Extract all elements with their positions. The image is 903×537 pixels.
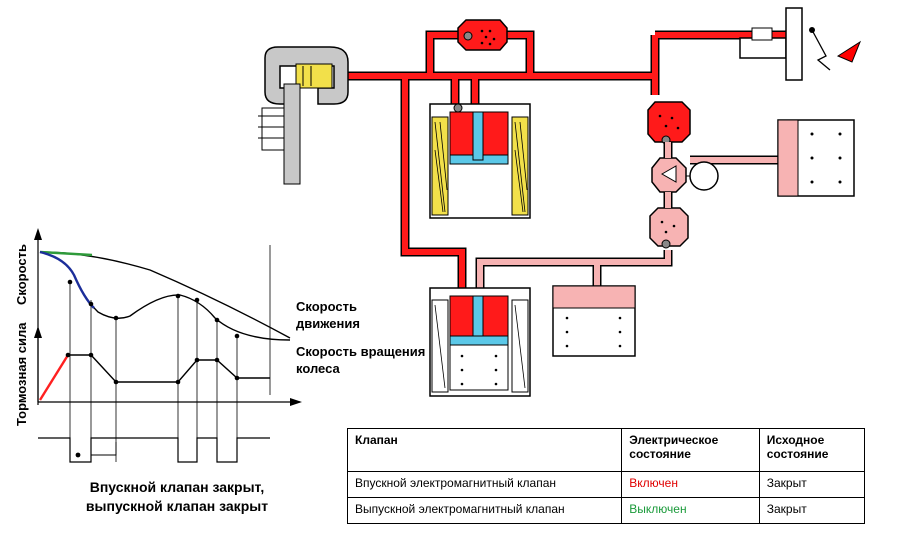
electric-state: Включен [621,471,760,498]
hydraulic-lines [340,30,790,295]
speed-curve-green-segment [39,250,93,257]
upper-solenoid-valve [429,103,531,219]
wheel-speed-blue-segment [39,250,95,309]
pressure-switch [457,19,508,51]
reservoir [777,119,855,197]
initial-state: Закрыт [758,497,866,524]
valve-name: Выпускной электромагнитный клапан [346,497,623,524]
wheel-sensor [258,46,349,185]
valve-state-table: Клапан Электрическое состояние Исходное … [346,428,866,524]
wheel-speed-label: Скорость вращения колеса [296,344,426,376]
electric-state: Выключен [621,497,760,524]
valve-pulse-signal [38,437,270,463]
table-header-row: Клапан Электрическое состояние Исходное … [346,428,866,472]
master-cylinder [739,7,862,81]
wheel-speed-curve [39,251,291,341]
timing-graph [34,228,302,463]
initial-state: Закрыт [758,471,866,498]
vehicle-speed-curve [39,251,291,339]
table-row: Впускной электромагнитный клапан Включен… [346,471,866,498]
valve-name: Впускной электромагнитный клапан [346,471,623,498]
valve-stack [647,101,719,249]
header-valve: Клапан [346,428,623,472]
lower-solenoid-valve [429,287,531,397]
speed-axis-label: Скорость [14,244,29,305]
brake-force-red-segment [38,354,70,401]
header-initial-state: Исходное состояние [758,428,866,472]
valve-state-label: Впускной клапан закрыт, выпускной клапан… [85,479,269,514]
brake-force-axis-label: Тормозная сила [14,322,29,427]
table-row: Выпускной электромагнитный клапан Выключ… [346,497,866,524]
header-electric-state: Электрическое состояние [621,428,760,472]
brake-force-curve [68,354,270,383]
vehicle-speed-label: Скорость движения [296,299,360,331]
pedal-force-arrow-icon [836,40,862,63]
accumulator [552,285,636,357]
